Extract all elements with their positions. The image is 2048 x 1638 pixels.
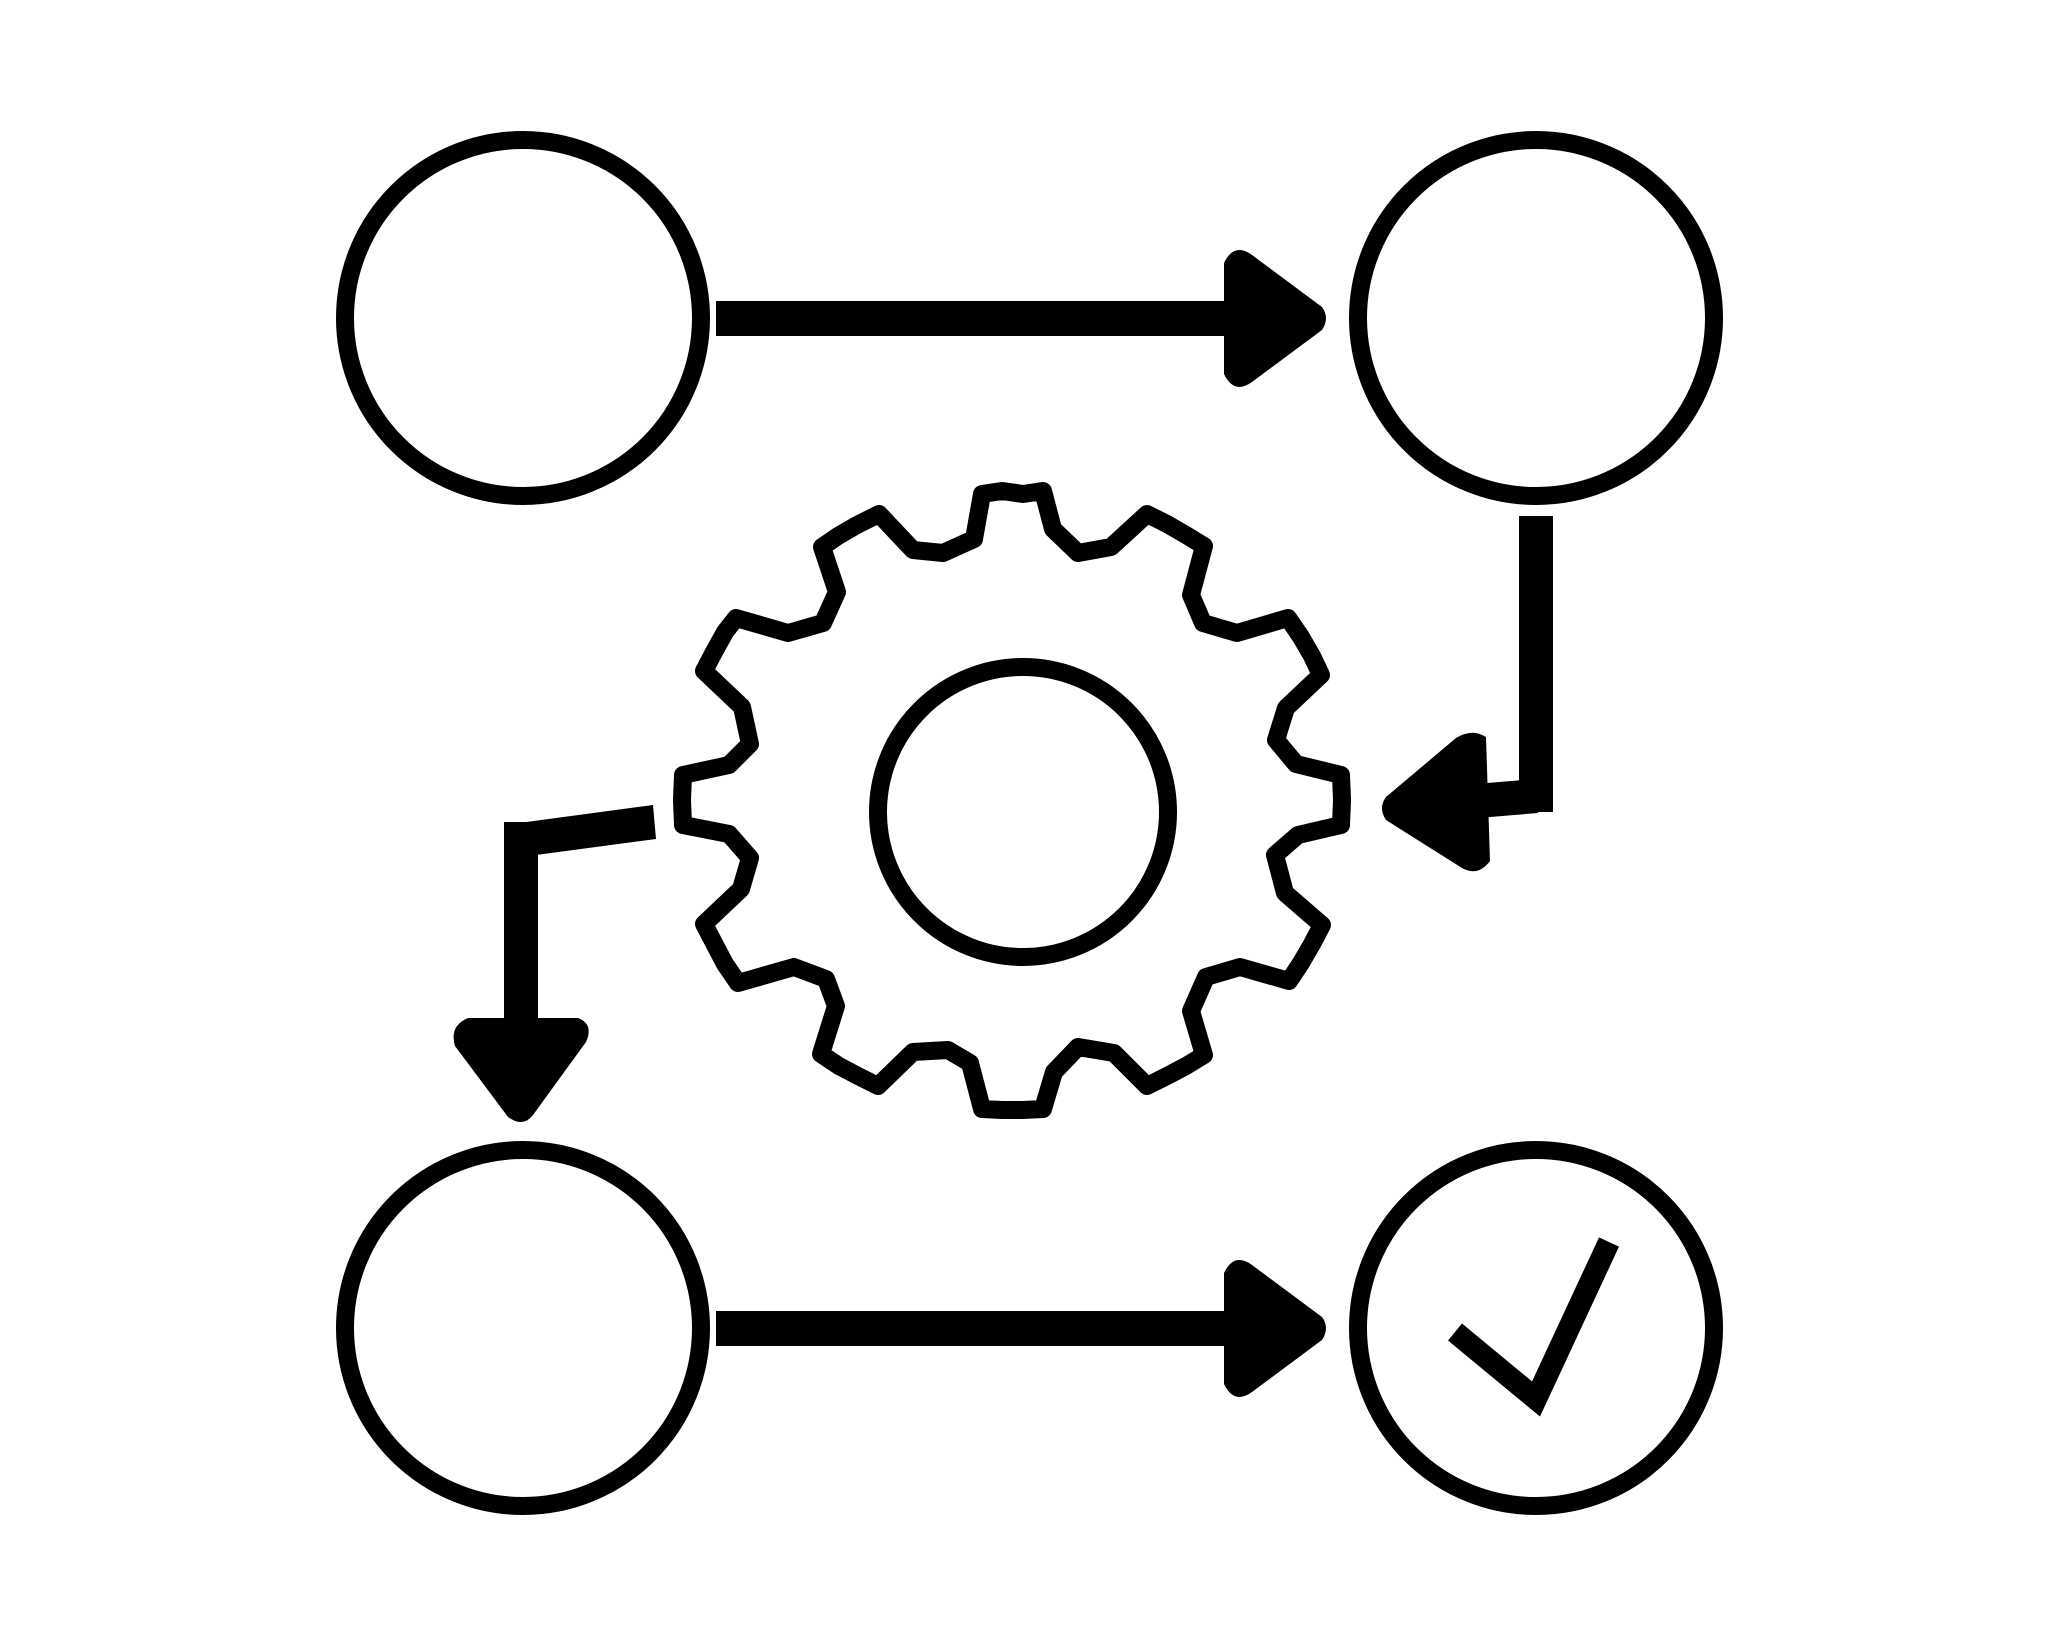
process-node-step-1 xyxy=(336,131,710,505)
arrow-gear-to-step3 xyxy=(453,805,656,1123)
arrow-step3-to-complete xyxy=(716,1260,1326,1397)
checkmark-icon xyxy=(1447,1237,1619,1417)
arrow-step2-to-gear xyxy=(1382,516,1553,872)
process-node-step-3 xyxy=(336,1141,710,1515)
process-node-step-2 xyxy=(1349,131,1723,505)
process-node-complete xyxy=(1349,1141,1723,1515)
arrow-step1-to-step2 xyxy=(716,250,1326,387)
gear-icon xyxy=(673,482,1351,1119)
gear-hub xyxy=(869,658,1177,966)
